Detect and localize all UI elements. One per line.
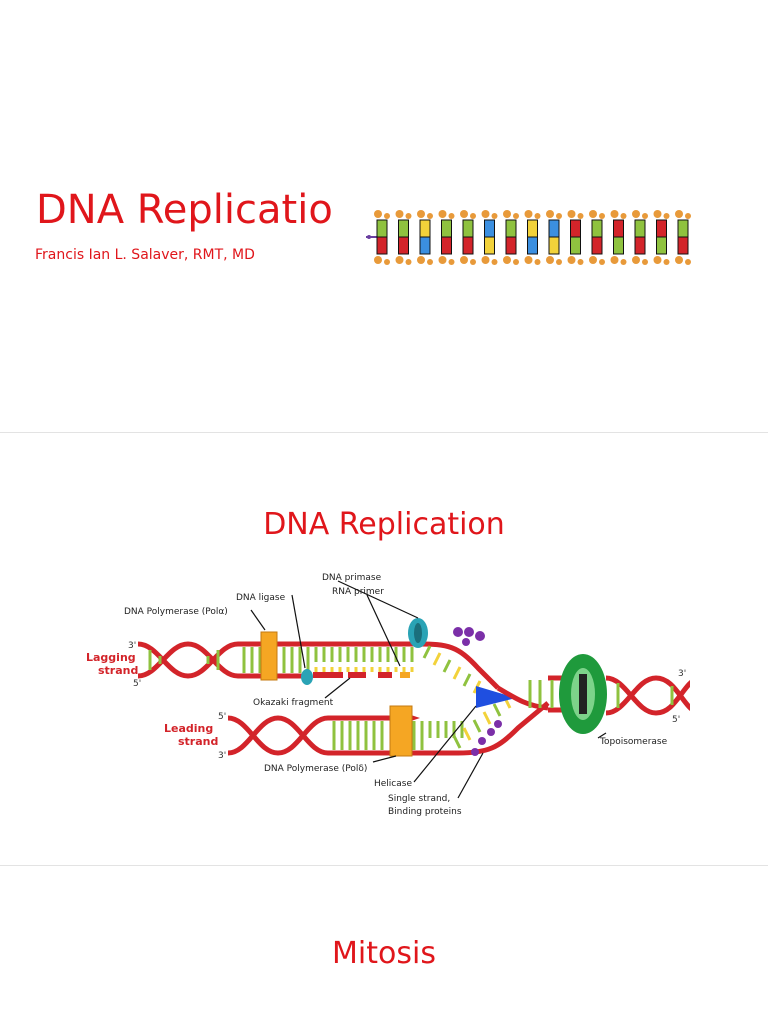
slide-title: Mitosis [332, 936, 436, 971]
label-topoisomerase: Topoisomerase [599, 737, 668, 747]
lagging-helix [137, 641, 239, 679]
dna-base-pairs-illustration [366, 210, 691, 265]
label-dna-polymerase-delta: DNA Polymerase (Polδ) [264, 764, 367, 774]
label-binding-proteins: Binding proteins [388, 807, 462, 817]
label-okazaki-fragment: Okazaki fragment [253, 698, 334, 708]
title-slide: DNA Replicatio Francis Ian L. Salaver, R… [0, 0, 768, 432]
label-3prime-top-left: 3' [128, 641, 136, 651]
label-leading-strand-2: strand [178, 735, 218, 748]
slide-title: DNA Replicatio [36, 187, 333, 233]
replication-fork-diagram: DNA primase RNA primer DNA ligase DNA Po… [86, 573, 690, 817]
slide-divider [0, 432, 768, 433]
label-dna-polymerase-alpha: DNA Polymerase (Polα) [124, 607, 228, 617]
label-lagging-strand: Lagging [86, 651, 136, 664]
label-leading-strand: Leading [164, 722, 213, 735]
mitosis-slide: Mitosis [0, 866, 768, 1024]
label-dna-ligase: DNA ligase [236, 593, 286, 603]
slide-title: DNA Replication [263, 507, 505, 542]
label-lagging-strand-2: strand [98, 664, 138, 677]
label-rna-primer: RNA primer [332, 587, 384, 597]
dna-replication-slide: DNA Replication [0, 433, 768, 865]
label-helicase: Helicase [374, 779, 412, 789]
label-5prime-top-left: 5' [133, 679, 141, 689]
label-single-strand: Single strand, [388, 794, 450, 804]
label-3prime-right: 3' [678, 669, 686, 679]
slide-divider [0, 865, 768, 866]
label-dna-primase: DNA primase [322, 573, 382, 583]
leading-helix [227, 715, 329, 756]
label-3prime-bottom-left: 3' [218, 751, 226, 761]
label-5prime-right: 5' [672, 715, 680, 725]
slide-subtitle: Francis Ian L. Salaver, RMT, MD [35, 247, 255, 263]
label-5prime-bottom-left: 5' [218, 712, 226, 722]
